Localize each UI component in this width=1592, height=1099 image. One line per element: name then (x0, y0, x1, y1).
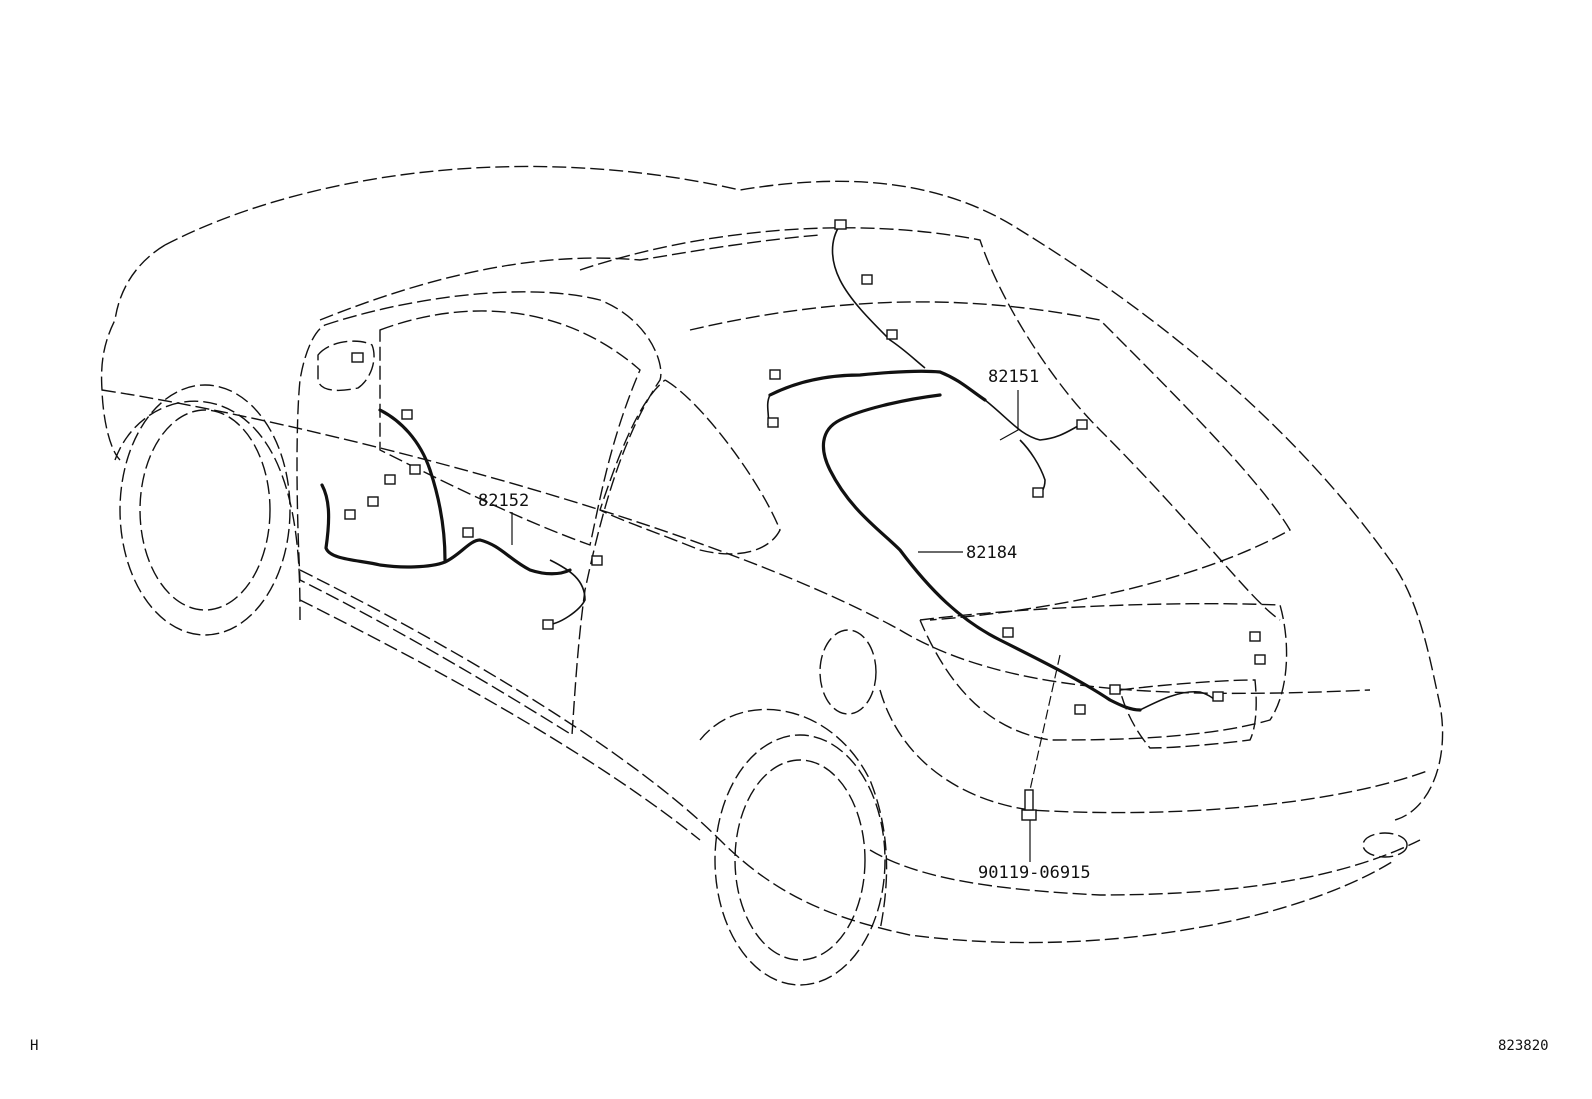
trunk-harness-lead-plate (1139, 690, 1216, 711)
connector-trunk-3 (1074, 704, 1086, 715)
rear-lower-bumper-outline (869, 839, 1421, 896)
roof-harness-lead-down (1019, 439, 1046, 496)
rocker-panel-outline (299, 599, 701, 841)
connector-roof-5 (767, 417, 779, 428)
footer-right-code: 823820 (1498, 1038, 1549, 1054)
license-plate-outline (1119, 679, 1257, 749)
connector-trunk-4 (1212, 691, 1224, 702)
door-harness-lead-handle (544, 559, 586, 626)
part-label-82152: 82152 (478, 491, 529, 511)
car-front-outline (100, 244, 166, 461)
connector-roof-4 (769, 369, 781, 380)
connector-trunk-6 (1254, 654, 1266, 665)
car-roof-outline (164, 165, 1444, 821)
connector-trunk-1 (1002, 627, 1014, 638)
rear-window-outline (579, 227, 1281, 621)
roof-harness-lead-top (831, 224, 926, 369)
part-label-82151: 82151 (988, 367, 1039, 387)
trunk-lid-outline (919, 602, 1288, 741)
exhaust-pipe-outline (1362, 832, 1408, 858)
roof-harness-lead-right (984, 399, 1081, 441)
connector-roof-3 (886, 329, 898, 340)
fuel-door-outline (819, 629, 877, 715)
bolt-leader-dashed (1029, 654, 1061, 791)
rear-quarter-window-outline (599, 379, 781, 555)
trunk-harness-82184 (821, 393, 1142, 712)
connector-roof-6 (1076, 419, 1088, 430)
leader-82151 (999, 390, 1019, 441)
connector-door-1 (401, 409, 413, 420)
connector-trunk-5 (1249, 631, 1261, 642)
connector-door-6 (462, 527, 474, 538)
connector-roof-2 (861, 274, 873, 285)
rear-glass-outline (689, 301, 1291, 621)
side-mirror-outline (317, 340, 375, 392)
car-side-upper-outline (101, 389, 1371, 695)
connector-mirror (351, 352, 364, 363)
connector-door-5 (344, 509, 356, 520)
windshield-outline (319, 234, 821, 321)
rear-wheel-inner (734, 759, 866, 961)
front-wheel-outer (119, 384, 291, 636)
connector-door-7 (591, 555, 603, 566)
front-wheel-arch (114, 400, 301, 621)
part-label-82184: 82184 (966, 543, 1017, 563)
connector-door-3 (409, 464, 421, 475)
connector-trunk-2 (1109, 684, 1121, 695)
car-side-lower-outline (299, 569, 1396, 944)
connector-door-8 (542, 619, 554, 630)
door-outline (296, 291, 662, 737)
side-window-outline (379, 310, 641, 546)
connector-door-2 (384, 474, 396, 485)
roof-harness-82151 (768, 369, 987, 402)
door-harness-branch (378, 408, 447, 562)
rear-wheel-outer (714, 734, 886, 986)
bolt-shank (1024, 789, 1034, 811)
part-label-90119-06915: 90119-06915 (978, 863, 1091, 883)
footer-left-code: H (30, 1038, 39, 1054)
connector-door-4 (367, 496, 379, 507)
rear-wheel-arch (699, 708, 888, 931)
connector-roof-7 (1032, 487, 1044, 498)
door-harness-82152 (320, 483, 572, 576)
rear-bumper-outline (879, 689, 1431, 814)
bolt-head (1021, 809, 1037, 821)
front-wheel-inner (139, 409, 271, 611)
connector-roof-top (834, 219, 847, 230)
